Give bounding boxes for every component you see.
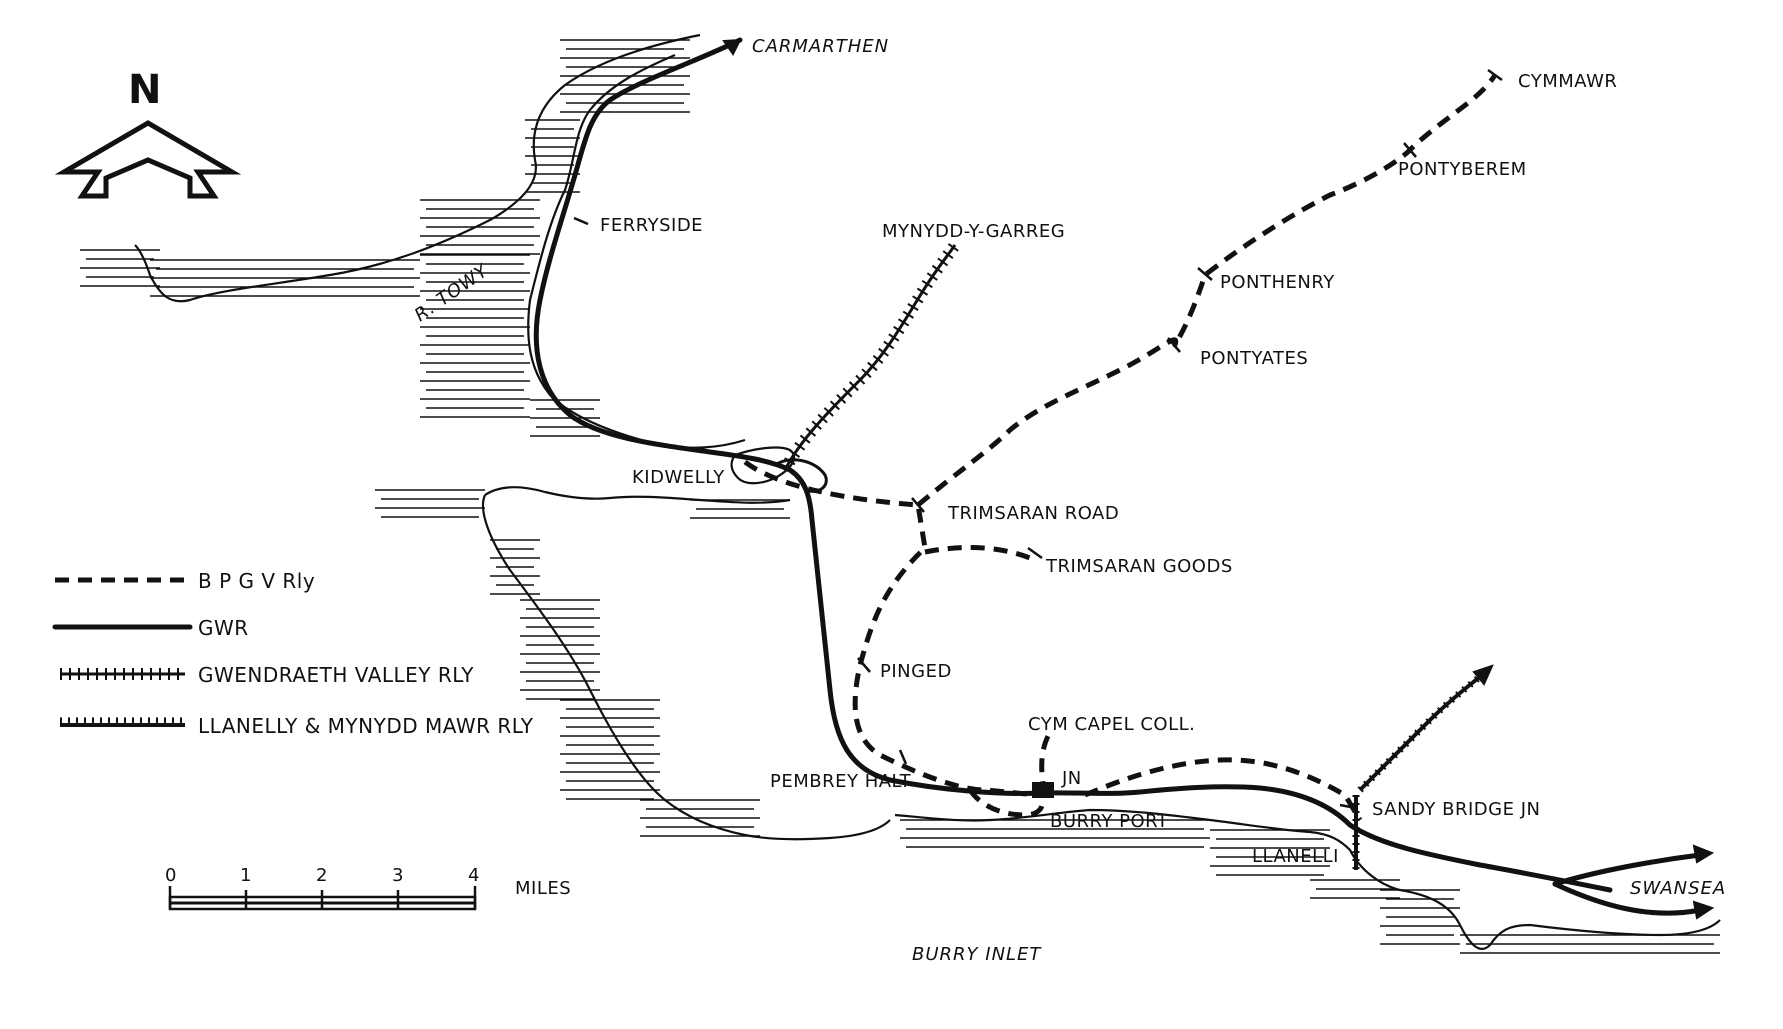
lmm-arrow-icon: [1472, 664, 1494, 686]
north-arrow-icon: [54, 120, 242, 199]
label-kidwelly: KIDWELLY: [632, 467, 725, 488]
gvr-line: [783, 244, 957, 471]
railways: [533, 37, 1715, 920]
gvr-kidwelly-loop: [774, 458, 828, 493]
label-burry-inlet: BURRY INLET: [912, 944, 1042, 965]
bpgv-trimsaran-goods: [924, 545, 1036, 563]
legend-item-gvr: GWENDRAETH VALLEY RLY: [60, 663, 474, 687]
burry-port-junction: [1032, 782, 1054, 798]
label-ponthenry: PONTHENRY: [1220, 272, 1335, 293]
label-mynydd-y-garreg: MYNYDD-Y-GARREG: [882, 221, 1065, 242]
legend-item-bpgv: B P G V Rly: [55, 569, 315, 593]
sandy-bridge-jn-station: [1339, 803, 1357, 810]
scale-tick-3: 3: [392, 865, 404, 886]
pontyberem-station: [1403, 142, 1417, 158]
label-pontyates: PONTYATES: [1200, 348, 1308, 369]
ponthenry-station: [1197, 267, 1213, 281]
legend-item-lmm: LLANELLY & MYNYDD MAWR RLY: [60, 714, 534, 738]
label-carmarthen: CARMARTHEN: [752, 36, 889, 57]
legend-label-gvr: GWENDRAETH VALLEY RLY: [198, 663, 474, 687]
cymmawr-station: [1487, 68, 1503, 82]
gwr-swansea-upper: [1552, 852, 1703, 887]
label-swansea: SWANSEA: [1630, 878, 1726, 899]
scale-unit: MILES: [515, 878, 571, 899]
label-sandy-bridge-jn: SANDY BRIDGE JN: [1372, 799, 1540, 820]
pembrey-coast: [481, 486, 891, 841]
north-letter: N: [128, 67, 161, 113]
swansea-lower-arrow-icon: [1692, 900, 1715, 920]
bpgv-main: [743, 459, 1046, 798]
lmm-line: [1358, 673, 1484, 792]
pembrey-halt-station: [898, 749, 908, 765]
pinged-station: [857, 657, 871, 673]
label-r-towy: R. TOWY: [411, 260, 493, 326]
label-cym-capel-coll: CYM CAPEL COLL.: [1028, 714, 1195, 735]
label-pontyberem: PONTYBEREM: [1398, 159, 1527, 180]
bpgv-north: [916, 73, 1498, 507]
legend-item-gwr: GWR: [52, 616, 249, 640]
bpgv-east: [1084, 757, 1363, 822]
pontyates-station: [1167, 337, 1181, 353]
carmarthen-arrow-icon: [722, 38, 742, 56]
ferryside-station: [573, 216, 589, 226]
trimsaran-road-station: [911, 497, 925, 513]
legend: B P G V Rly GWR GWENDRAETH VALLEY RLY LL…: [52, 569, 534, 738]
label-trimsaran-goods: TRIMSARAN GOODS: [1045, 556, 1233, 577]
label-ferryside: FERRYSIDE: [600, 215, 703, 236]
label-trimsaran-road: TRIMSARAN ROAD: [947, 503, 1119, 524]
towy-east-bank: [527, 53, 746, 449]
scale-bar: 0 1 2 3 4 MILES: [165, 865, 571, 911]
scale-tick-0: 0: [165, 865, 177, 886]
label-cymmawr: CYMMAWR: [1518, 71, 1617, 92]
north-arrow: N: [54, 67, 242, 199]
label-jn: JN: [1061, 768, 1082, 789]
place-labels: CARMARTHEN CYMMAWR PONTYBEREM FERRYSIDE …: [411, 36, 1726, 965]
legend-label-lmm: LLANELLY & MYNYDD MAWR RLY: [198, 714, 534, 738]
trimsaran-goods-station: [1027, 546, 1043, 560]
label-burry-port: BURRY PORT: [1050, 811, 1169, 832]
label-llanelli: LLANELLI: [1252, 846, 1339, 867]
label-pinged: PINGED: [880, 661, 952, 682]
scale-tick-1: 1: [240, 865, 252, 886]
burry-north-shore: [894, 808, 1721, 950]
gwr-swansea-lower: [1552, 881, 1703, 916]
legend-label-gwr: GWR: [198, 616, 249, 640]
scale-tick-4: 4: [468, 865, 480, 886]
label-pembrey-halt: PEMBREY HALT: [770, 771, 912, 792]
gwr-line: [533, 37, 1613, 893]
swansea-upper-arrow-icon: [1692, 844, 1715, 864]
legend-label-bpgv: B P G V Rly: [198, 569, 315, 593]
scale-tick-2: 2: [316, 865, 328, 886]
